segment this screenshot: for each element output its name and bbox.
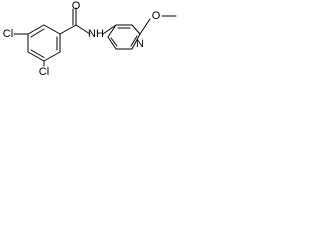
bond xyxy=(131,33,141,50)
double-bond xyxy=(30,28,45,38)
double-bond xyxy=(110,37,118,47)
atom-cl-left: Cl xyxy=(3,28,13,40)
atom-n-amide: N xyxy=(88,28,96,40)
bond xyxy=(102,24,117,35)
atom-cl-bottom: Cl xyxy=(39,66,49,78)
bond xyxy=(27,24,45,35)
bond xyxy=(139,18,151,35)
atom-h-amide: H xyxy=(96,28,104,40)
chemical-structure: Cl Cl O N H N O xyxy=(3,0,177,78)
atom-o-carbonyl: O xyxy=(72,0,81,12)
bond xyxy=(43,51,61,62)
bond xyxy=(59,24,77,35)
bond xyxy=(43,24,61,35)
atom-o-methoxy: O xyxy=(152,10,161,22)
bond xyxy=(75,24,91,35)
double-bond xyxy=(130,35,138,47)
pyridine-ring xyxy=(107,24,141,50)
benzene-ring xyxy=(27,24,61,62)
molecule-diagram: Cl Cl O N H N O xyxy=(0,0,191,78)
bond xyxy=(27,51,45,62)
atom-n-pyridine: N xyxy=(136,38,144,50)
double-bond xyxy=(30,49,45,58)
bond xyxy=(131,24,141,35)
bond xyxy=(107,24,117,38)
bond xyxy=(107,36,117,50)
